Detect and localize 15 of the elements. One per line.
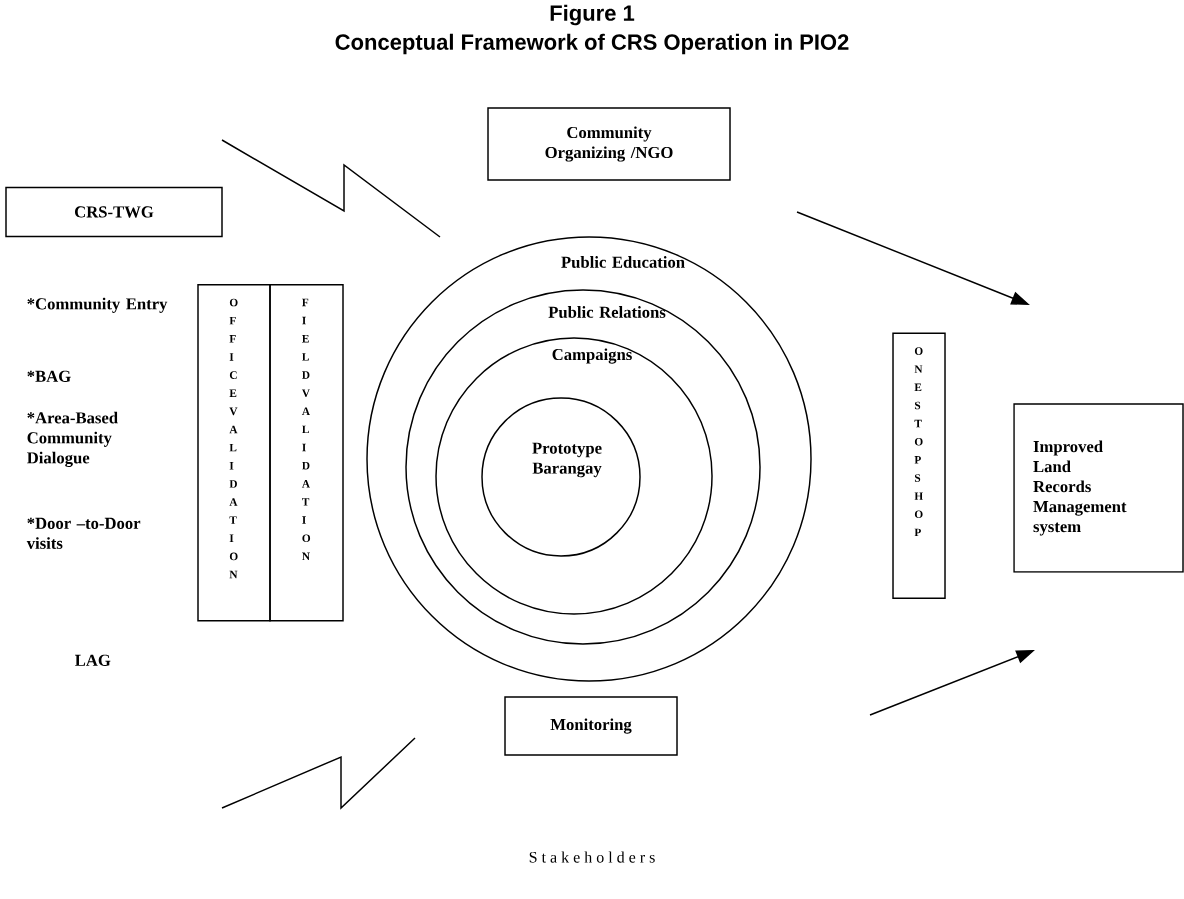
text-box: Monitoring	[504, 696, 678, 756]
text-box: CRS-TWG	[5, 186, 223, 238]
title: Conceptual Framework of CRS Operation in PIO2	[335, 33, 849, 55]
title-label: Figure 1	[550, 4, 635, 26]
list-item: *Door –to-Door visits	[26, 517, 141, 549]
vertical-text-box: O F F I C E V A L I D A T I O N	[197, 284, 271, 622]
outcome-box: Improved Land Records Management system	[1013, 403, 1184, 573]
list-item: *Area-Based Community Dialogue	[27, 411, 118, 467]
group-label: LAG	[75, 654, 111, 666]
list-item: *BAG	[27, 370, 71, 382]
footer-label: S t a k e h o l d e r s	[529, 851, 655, 863]
list-item: *Community Entry	[27, 297, 168, 313]
vertical-text-box: F I E L D V A L I D A T I O N	[269, 284, 344, 622]
vertical-text-box: O N E S T O P S H O P	[892, 332, 946, 599]
text-box: Community Organizing /NGO	[487, 107, 731, 181]
